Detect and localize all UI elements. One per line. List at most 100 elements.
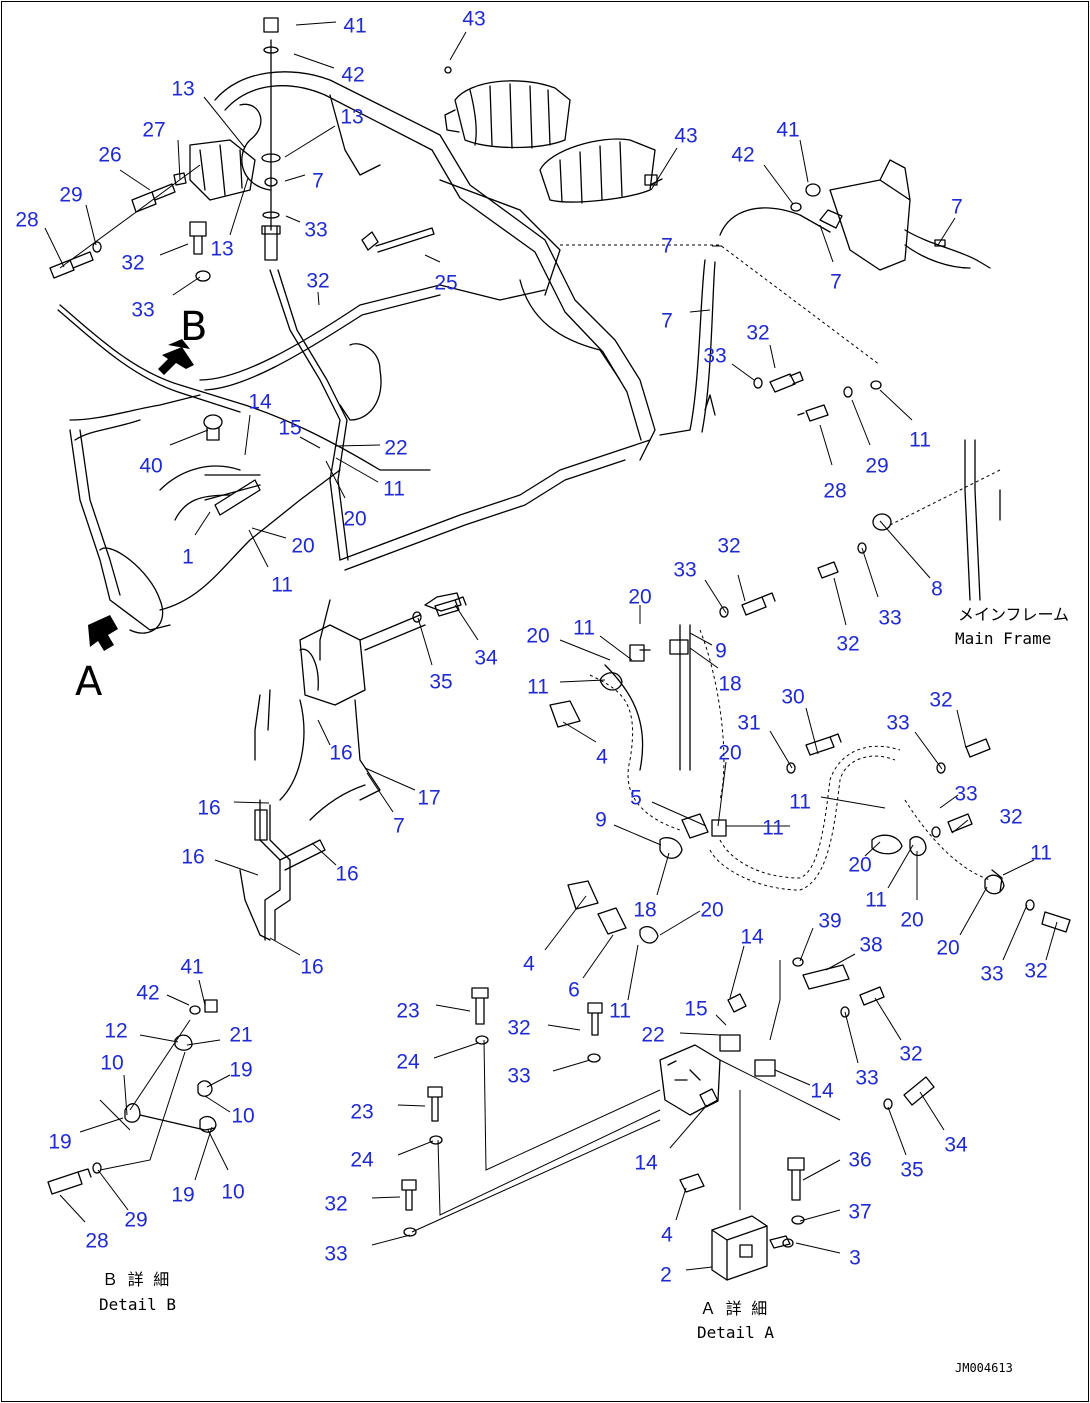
callout-7: 7 [830,271,842,294]
callout-15: 15 [684,998,707,1021]
view-label-b: B [180,304,207,350]
callout-14: 14 [810,1080,834,1103]
view-label-a: A [75,659,103,705]
junction-block [299,624,366,706]
callout-24: 24 [350,1149,374,1172]
callout-33: 33 [703,345,726,368]
callout-20: 20 [343,508,366,531]
callout-32: 32 [929,689,952,712]
callout-32: 32 [746,322,769,345]
callout-27: 27 [142,119,165,142]
callout-7: 7 [951,196,963,219]
callout-33: 33 [304,219,327,242]
plug-4-b [567,880,599,910]
callout-29: 29 [124,1209,147,1232]
callout-41: 41 [180,956,203,979]
callout-32: 32 [836,633,859,656]
caption-detail-a-jp: Ａ 詳 細 [700,1299,767,1318]
nut-41-top [263,17,279,33]
callout-7: 7 [661,235,673,258]
callout-3: 3 [849,1247,861,1270]
callout-11: 11 [271,574,293,597]
view-b-arrow [158,339,194,375]
callout-19: 19 [48,1131,71,1154]
callout-23: 23 [396,1000,419,1023]
callout-14: 14 [634,1152,658,1175]
callout-11: 11 [909,429,931,452]
callout-20: 20 [628,586,651,609]
plug-5 [681,813,709,839]
callout-7: 7 [661,310,673,333]
drawing-code: JM004613 [955,1361,1013,1375]
detail-b-assembly [47,999,218,1195]
callout-32: 32 [121,252,144,275]
callout-19: 19 [171,1184,194,1207]
callout-41: 41 [776,119,799,142]
callout-33: 33 [673,559,696,582]
callout-32: 32 [899,1043,922,1066]
callout-9: 9 [595,809,607,832]
callout-4: 4 [596,746,608,769]
callout-42: 42 [136,982,159,1005]
callout-10: 10 [231,1105,254,1128]
callout-32: 32 [1024,960,1047,983]
view-a-arrow [88,615,118,651]
callout-28: 28 [85,1230,108,1253]
callout-20: 20 [700,899,723,922]
caption-main-frame-en: Main Frame [955,629,1051,648]
callout-43: 43 [674,125,697,148]
callout-14: 14 [740,926,764,949]
callout-40: 40 [139,455,162,478]
callout-10: 10 [221,1181,244,1204]
callout-22: 22 [641,1024,664,1047]
junction-block-detail-a [659,993,841,1193]
callout-16: 16 [300,956,323,979]
callout-20: 20 [718,742,741,765]
callout-33: 33 [507,1065,530,1088]
callout-6: 6 [568,979,580,1002]
callout-18: 18 [718,673,741,696]
caption-detail-a-en: Detail A [697,1323,774,1342]
callout-26: 26 [98,144,121,167]
callout-33: 33 [324,1243,347,1266]
callout-10: 10 [100,1052,123,1075]
callout-43: 43 [462,8,485,31]
callout-11: 11 [762,817,784,840]
callout-11: 11 [527,676,549,699]
callout-16: 16 [329,742,352,765]
starter-motor-top [444,66,571,149]
bracket-top-right [719,159,991,271]
leader-lines [44,21,1058,1271]
starter-motor-mid [539,138,663,204]
clip-14-right [754,1059,776,1077]
callout-16: 16 [197,797,220,820]
clip-14-upper [727,993,747,1013]
relay-block-2 [711,1215,794,1281]
callout-11: 11 [609,1000,631,1023]
callout-1: 1 [182,546,194,569]
harness-routing: B A [47,17,1071,1281]
callout-11: 11 [383,478,405,501]
callout-32: 32 [999,806,1022,829]
callout-13: 13 [340,106,363,129]
callout-11: 11 [573,617,595,640]
callout-42: 42 [341,64,364,87]
callout-15: 15 [278,417,301,440]
callout-5: 5 [630,787,642,810]
callout-16: 16 [181,846,204,869]
callout-33: 33 [886,712,909,735]
callout-29: 29 [865,455,888,478]
caption-detail-b-en: Detail B [99,1295,176,1314]
callout-22: 22 [384,437,407,460]
callout-8: 8 [931,578,943,601]
callout-34: 34 [474,647,498,670]
callout-35: 35 [900,1159,923,1182]
clip-14-lower [699,1088,719,1108]
caption-main-frame-jp: メインフレーム [958,605,1069,624]
plug-4-a [549,700,581,728]
callout-33: 33 [855,1067,878,1090]
callout-20: 20 [848,854,871,877]
